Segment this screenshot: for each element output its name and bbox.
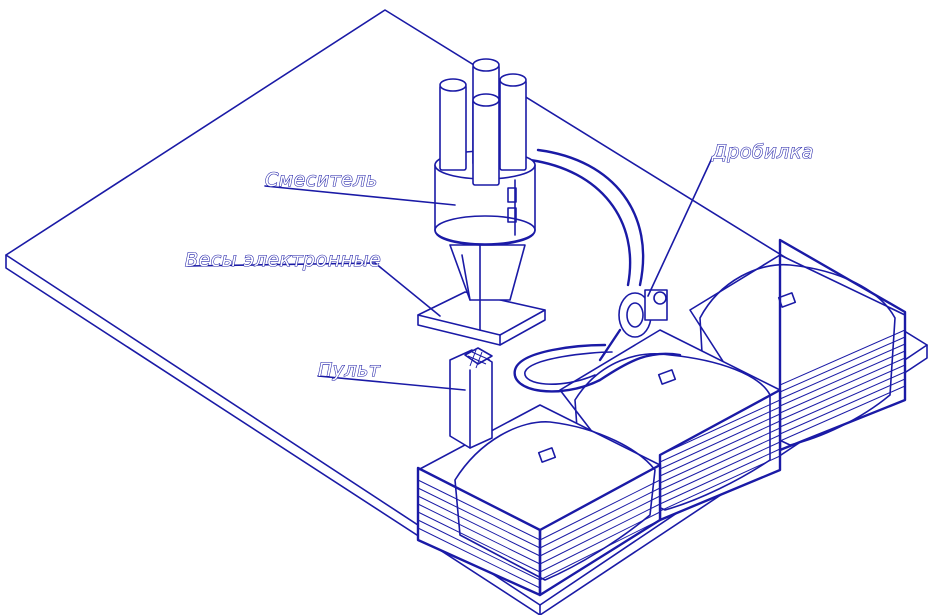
label-control-console: Пульт [318, 359, 381, 381]
label-electronic-scales: Весы электронные [185, 249, 381, 271]
storage-bin-middle [559, 329, 782, 522]
leader-lines [187, 157, 713, 391]
label-crusher: Дробилка [711, 141, 814, 163]
mixer [434, 58, 536, 331]
storage-bin-back [689, 238, 907, 452]
control-console [449, 347, 493, 449]
storage-bin-front [416, 404, 662, 597]
electronic-scales [417, 291, 546, 346]
crusher [513, 148, 682, 393]
label-mixer: Смеситель [265, 169, 378, 191]
